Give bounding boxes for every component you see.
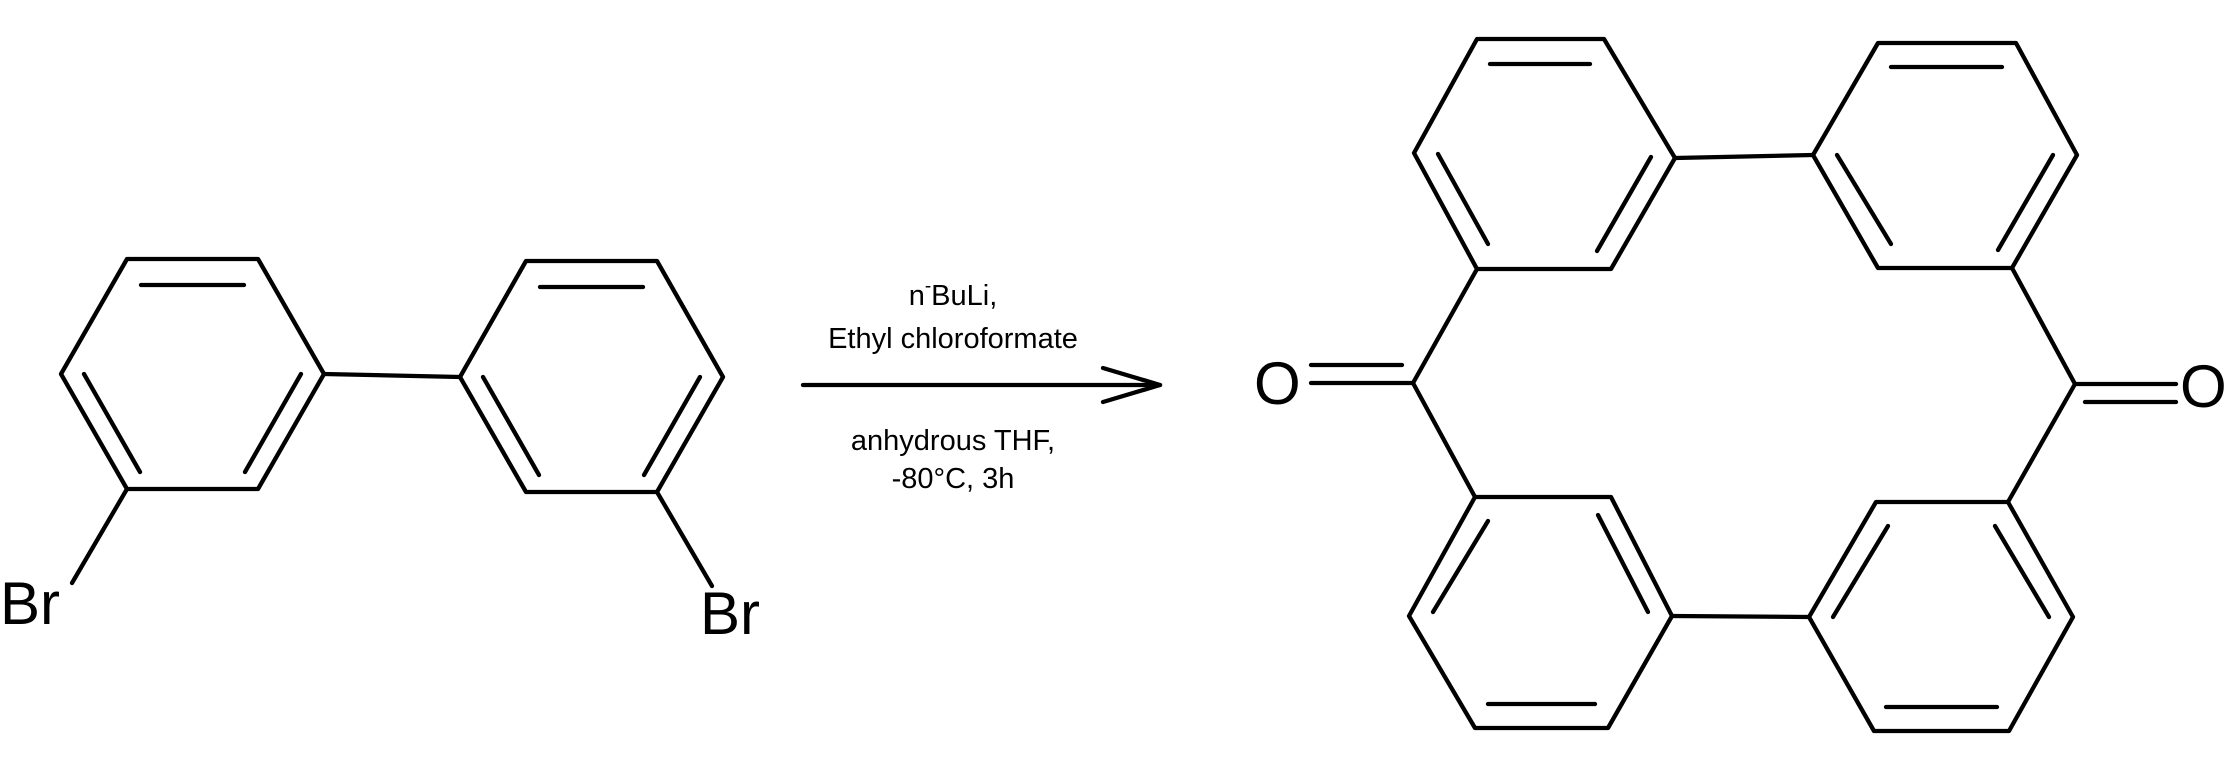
left-carbonyl-lower-bond <box>1410 380 1478 500</box>
reaction-arrow-head-upper <box>1100 365 1163 388</box>
condition-line-2: -80°C, 3h <box>892 463 1015 495</box>
product-biaryl-bond-bottom <box>1669 613 1812 620</box>
condition-line-1: anhydrous THF, <box>851 425 1055 457</box>
bromine-label-left: Br <box>0 570 60 637</box>
left-carbonyl-upper-bond <box>1410 266 1480 386</box>
oxygen-label-right: O <box>2180 353 2227 420</box>
product-ring-top-right <box>1810 40 2080 271</box>
oxygen-label-left: O <box>1254 350 1301 417</box>
reagent-nbuli-prefix: n <box>909 280 925 312</box>
product-ring-bottom-right <box>1806 499 2076 734</box>
reactant-cbr-bond-right <box>654 489 715 589</box>
reaction-arrow-head-lower <box>1100 382 1163 405</box>
reactant-structure: Br Br <box>0 256 760 647</box>
reactant-cbr-bond-left <box>69 486 130 586</box>
reactant-left-ring <box>58 256 327 492</box>
reactant-biaryl-bond <box>321 371 463 380</box>
product-ring-bottom-left <box>1406 494 1675 731</box>
right-carbonyl-lower-bond <box>2005 381 2078 505</box>
product-ring-top-left <box>1411 36 1678 272</box>
reactant-right-ring <box>457 258 726 495</box>
product-structure: O O <box>1254 36 2227 734</box>
right-carbonyl-upper-bond <box>2009 265 2078 387</box>
reagent-line-1: n-BuLi, <box>909 276 998 312</box>
reagent-nbuli-rest: BuLi, <box>931 280 997 312</box>
product-biaryl-bond-top <box>1672 152 1816 161</box>
reagent-line-2: Ethyl chloroformate <box>828 323 1078 355</box>
reagent-nbuli-charge: - <box>925 276 931 297</box>
bromine-label-right: Br <box>700 580 760 647</box>
reaction-arrow-group: n-BuLi, Ethyl chloroformate anhydrous TH… <box>800 276 1163 495</box>
